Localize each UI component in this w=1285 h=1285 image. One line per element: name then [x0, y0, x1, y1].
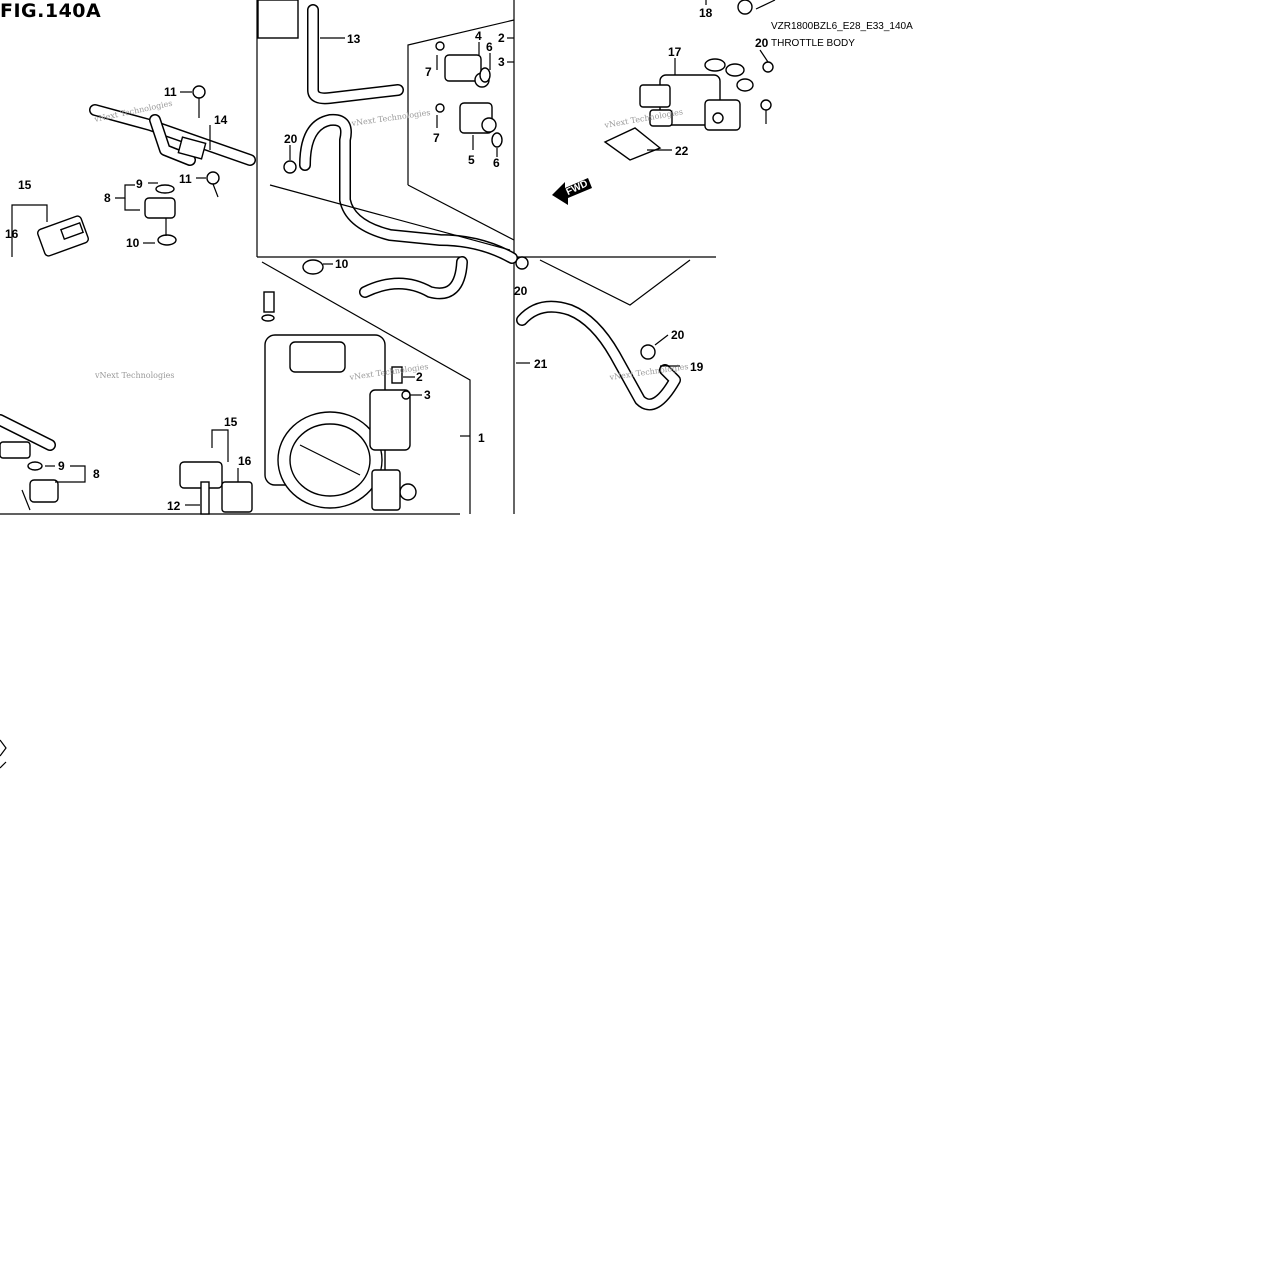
- callout-15-b: 15: [224, 415, 238, 429]
- injector-upper: [144, 184, 177, 246]
- figure-title: FIG.140A: [0, 0, 102, 22]
- callout-19: 19: [690, 360, 704, 374]
- callout-3-b: 3: [424, 388, 431, 402]
- callout-20-b: 20: [755, 36, 769, 50]
- callout-3-a: 3: [498, 55, 505, 69]
- callout-18: 18: [699, 6, 713, 20]
- fwd-label: FWD: [564, 178, 589, 198]
- watermark-2: vNext Technologies: [350, 108, 431, 128]
- sensor-5: [435, 102, 497, 134]
- clamp-20-upper: [283, 145, 297, 174]
- edge-marker: [0, 739, 7, 769]
- callout-10-a: 10: [126, 236, 140, 250]
- callout-5: 5: [468, 153, 475, 167]
- throttle-body-frame: [261, 261, 471, 514]
- callout-20-c: 20: [514, 284, 528, 298]
- o-ring-10-lower: [302, 259, 324, 275]
- callout-9-b: 9: [58, 459, 65, 473]
- model-code: VZR1800BZL6_E28_E33_140A: [771, 21, 913, 32]
- callout-14: 14: [214, 113, 228, 127]
- hose-middle: [359, 256, 468, 300]
- leaders-upper-left: [11, 91, 211, 257]
- callout-8-b: 8: [93, 467, 100, 481]
- callout-11-a: 11: [164, 85, 177, 99]
- throttle-body-1: [264, 334, 417, 511]
- leaders-sensors: [436, 37, 514, 157]
- fwd-arrow: FWD: [552, 178, 592, 205]
- callout-6-a: 6: [486, 40, 493, 54]
- leaders-throttle: [323, 263, 422, 396]
- callout-16-a: 16: [5, 227, 19, 241]
- callout-22: 22: [675, 144, 689, 158]
- callout-2-b: 2: [416, 370, 423, 384]
- screw-11-upper: [192, 85, 220, 198]
- callouts: 11 14 15 16 9 11 8 10 13 20 4 6 2 3 7 7 …: [5, 6, 769, 513]
- callout-7-b: 7: [433, 131, 440, 145]
- clamps-20-right: [515, 256, 680, 367]
- callout-16-b: 16: [238, 454, 252, 468]
- callout-6-b: 6: [493, 156, 500, 170]
- callout-7-a: 7: [425, 65, 432, 79]
- injector-lower: [21, 461, 59, 511]
- callout-20-d: 20: [671, 328, 685, 342]
- leaders-lower-left: [45, 429, 239, 506]
- connector-15-upper: [37, 215, 89, 257]
- assembly-name: THROTTLE BODY: [771, 38, 855, 49]
- fuel-delivery-pipe: [89, 104, 256, 166]
- callout-20-a: 20: [284, 132, 298, 146]
- callout-4: 4: [475, 29, 482, 43]
- callout-9-a: 9: [136, 177, 143, 191]
- fuel-pipe-lower: [0, 414, 56, 459]
- leaders-upper-right: [647, 0, 769, 151]
- callout-13: 13: [347, 32, 361, 46]
- callout-17: 17: [668, 45, 682, 59]
- o-rings-6: [479, 67, 503, 148]
- hose-19: [516, 300, 681, 411]
- screw-nipple-top: [261, 291, 411, 400]
- lower-right-frame: [539, 259, 691, 306]
- watermark-4: vNext Technologies: [94, 371, 174, 380]
- sensor-frame: [407, 19, 515, 241]
- cover-22: [603, 127, 662, 161]
- hose-13: [257, 0, 404, 105]
- hose-main-curve: [269, 113, 518, 264]
- screw-upper-right: [737, 0, 776, 124]
- callout-15-a: 15: [18, 178, 32, 192]
- callout-2-a: 2: [498, 31, 505, 45]
- callout-21: 21: [534, 357, 548, 371]
- callout-10-b: 10: [335, 257, 349, 271]
- callout-8-a: 8: [104, 191, 111, 205]
- callout-1: 1: [478, 431, 485, 445]
- connector-15-lower: [179, 461, 253, 515]
- callout-11-b: 11: [179, 172, 192, 186]
- callout-12: 12: [167, 499, 181, 513]
- valve-17: [639, 58, 754, 131]
